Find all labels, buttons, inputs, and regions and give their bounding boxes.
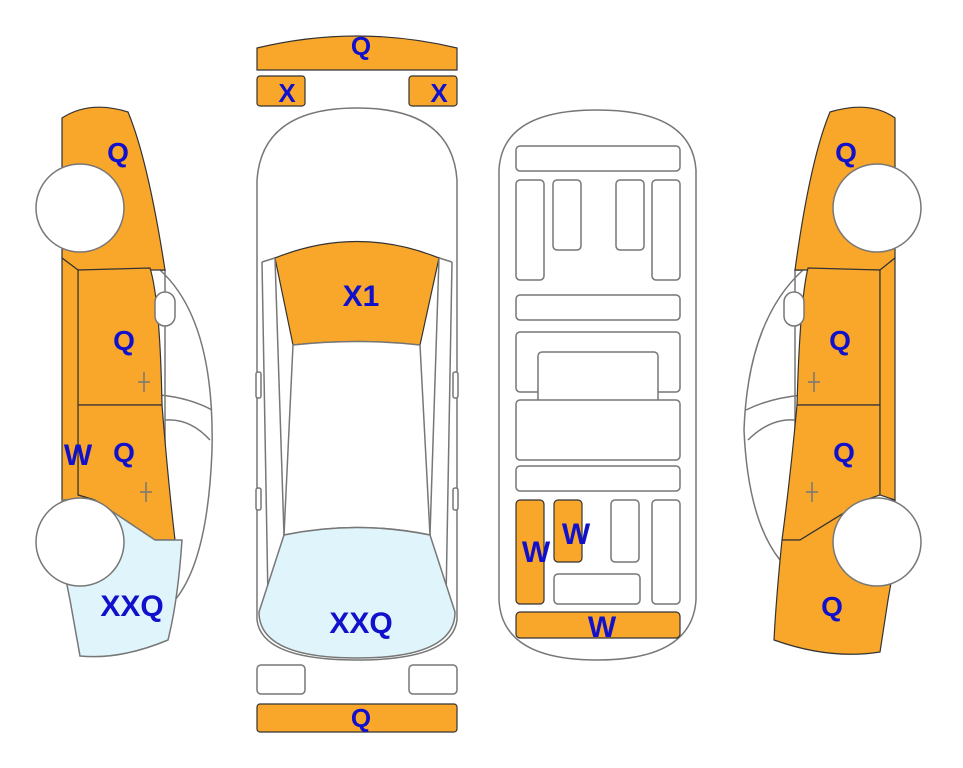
rear-glass-label: XXQ (329, 607, 392, 640)
left-sill-panel[interactable] (61, 256, 96, 501)
right-side-line (445, 261, 453, 601)
left-mirror (154, 291, 176, 327)
front-bumper-panel[interactable] (256, 35, 458, 71)
right-rear-wheel (832, 497, 922, 587)
right-front-fender-label: Q (835, 137, 857, 168)
rear-inner-rail-panel[interactable] (553, 499, 583, 563)
right-mirror (783, 291, 805, 327)
mid-crossmember-1 (515, 294, 681, 321)
rear-floor (553, 573, 641, 605)
right-rear-handle (806, 482, 818, 502)
left-rear-quarter-label: XXQ (100, 590, 163, 623)
front-right-inner (615, 179, 645, 251)
front-left-inner (552, 179, 582, 251)
headlight-left-label: X (278, 78, 296, 108)
rear-crossmember-label: W (588, 611, 617, 644)
rear-inner-rail-label: W (562, 518, 591, 551)
right-rear-quarter-label: Q (821, 591, 843, 622)
left-side-line (261, 261, 269, 601)
handle-right (452, 487, 459, 511)
front-left-rail (515, 179, 545, 281)
left-rear-handle (140, 482, 152, 502)
left-rear-door-label: Q (113, 437, 135, 468)
rear-crossmember-panel[interactable] (515, 611, 681, 639)
left-side-view: Q Q Q W XXQ (35, 106, 213, 658)
front-right-rail (651, 179, 681, 281)
rear-bumper-label: Q (351, 703, 371, 733)
right-front-handle (808, 372, 820, 392)
right-side-window-line-2 (747, 419, 796, 441)
right-side-view: Q Q Q Q (743, 106, 922, 655)
front-bumper-label: Q (351, 31, 371, 61)
rear-left-rail-label: W (522, 536, 551, 569)
taillight-right (408, 664, 458, 695)
left-front-door-label: Q (113, 325, 135, 356)
floor-lower (515, 399, 681, 461)
left-front-wheel (35, 163, 125, 253)
right-rear-door-label: Q (833, 437, 855, 468)
rear-right-inner (610, 499, 640, 563)
headlight-right-panel[interactable] (408, 75, 458, 107)
right-front-wheel (832, 163, 922, 253)
right-pillar-line (429, 257, 440, 536)
roof-outline (283, 340, 431, 536)
mirror-left (255, 371, 262, 399)
headlight-right-label: X (430, 78, 448, 108)
mirror-right (452, 371, 459, 399)
rear-right-rail (651, 499, 681, 605)
left-pillar-line (274, 257, 285, 536)
left-sill-label: W (64, 439, 93, 472)
right-sill-panel[interactable] (879, 256, 896, 501)
headlight-left-panel[interactable] (256, 75, 306, 107)
rear-left-rail-panel[interactable] (515, 499, 545, 605)
top-view: Q X X X1 XXQ Q (255, 31, 459, 733)
left-front-handle (138, 372, 150, 392)
mid-crossmember-2 (515, 465, 681, 492)
taillight-left (256, 664, 306, 695)
left-rear-wheel (35, 497, 125, 587)
left-side-window-line (159, 394, 213, 411)
left-side-window-line-2 (164, 419, 211, 441)
rear-glass-panel[interactable] (258, 526, 456, 659)
underbody-view: W W W (498, 109, 697, 661)
rear-bumper-panel[interactable] (256, 703, 458, 733)
windshield-label: X1 (343, 280, 380, 313)
handle-left (255, 487, 262, 511)
front-crossmember (515, 145, 681, 172)
right-front-door-label: Q (829, 325, 851, 356)
left-front-fender-label: Q (107, 137, 129, 168)
